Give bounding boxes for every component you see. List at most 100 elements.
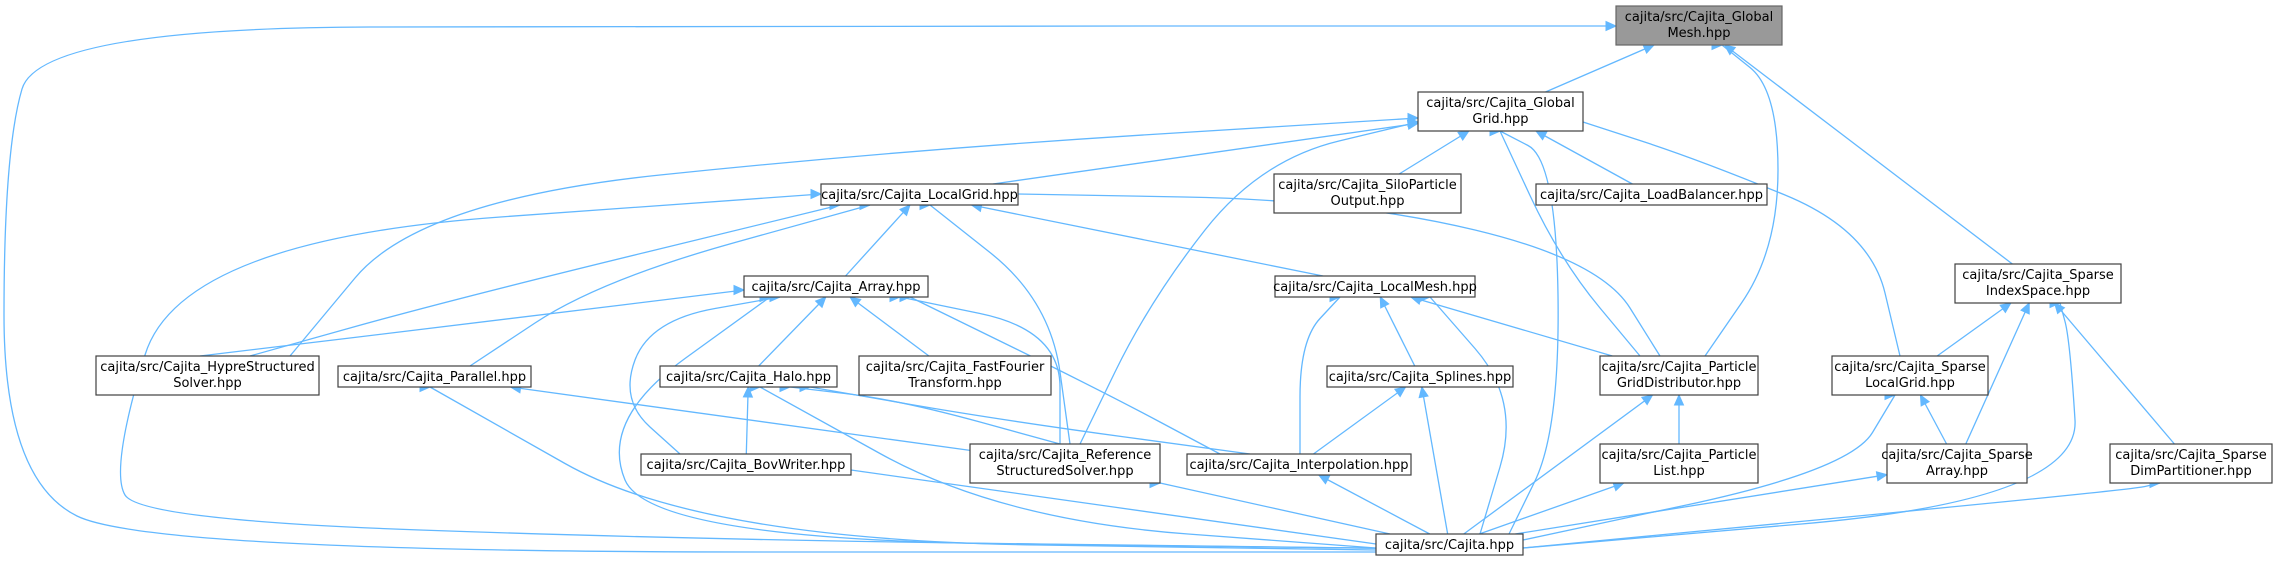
arrowhead-array-to-localgrid [899,204,911,217]
node-label: LocalGrid.hpp [1865,376,1955,391]
node-splines[interactable]: cajita/src/Cajita_Splines.hpp [1326,365,1514,388]
edge-sparseindex-to-globalmesh [1724,44,2013,265]
node-box [820,183,1019,206]
arrowhead-cajita-to-globalmesh [1605,20,1618,32]
edge-hypre-to-array [199,289,745,357]
edge-halo-to-array [758,296,827,367]
arrowhead-interpolation-to-splines [1393,386,1407,398]
node-label: cajita/src/Cajita_Sparse [1881,448,2033,463]
edge-cajita-to-refsolver [1159,482,1391,535]
node-array[interactable]: cajita/src/Cajita_Array.hpp [743,275,929,298]
node-localgrid[interactable]: cajita/src/Cajita_LocalGrid.hpp [820,183,1019,206]
node-label: cajita/src/Cajita_Parallel.hpp [343,370,526,385]
arrowhead-halo-to-array [814,296,827,309]
edge-parallel-to-localgrid [469,204,871,367]
arrowhead-sparseindex-to-globalmesh [1723,44,1737,56]
edge-cajita-to-interpolation [1318,474,1431,535]
arrowhead-globalgrid-to-globalmesh [1642,44,1656,55]
node-label: cajita/src/Cajita_Particle [1601,448,1756,463]
node-cajita[interactable]: cajita/src/Cajita.hpp [1375,533,1524,556]
node-localmesh[interactable]: cajita/src/Cajita_LocalMesh.hpp [1273,275,1477,298]
arrowhead-sparselocalgrid-to-sparseindex [1999,302,2012,314]
node-pgd[interactable]: cajita/src/Cajita_ParticleGridDistributo… [1599,355,1759,396]
node-box [1273,173,1462,214]
node-label: cajita/src/Cajita.hpp [1385,538,1514,553]
node-label: cajita/src/Cajita_Interpolation.hpp [1189,458,1408,473]
arrowhead-cajita-to-pgd [1640,394,1654,406]
arrowhead-cajita-to-localgrid [810,188,823,200]
edge-cajita-to-sparseindex [1522,302,2076,549]
edge-pgd-to-globalmesh [1704,44,1779,357]
node-label: Transform.hpp [907,376,1002,391]
arrowhead-loadbalancer-to-globalgrid [1534,130,1548,141]
node-bovwriter[interactable]: cajita/src/Cajita_BovWriter.hpp [640,453,852,476]
node-box [969,443,1161,484]
edge-silo-to-globalgrid [1398,130,1470,175]
node-box [1274,275,1476,298]
node-box [1886,443,2028,484]
edge-interpolation-to-halo [809,386,1251,455]
node-box [1599,443,1759,484]
arrowhead-silo-to-globalgrid [1457,130,1470,141]
node-box [1599,355,1759,396]
edge-cajita-to-particlelist [1479,482,1624,535]
node-label: StructuredSolver.hpp [996,464,1133,479]
node-halo[interactable]: cajita/src/Cajita_Halo.hpp [659,365,838,388]
edge-layer [3,20,2175,553]
node-box [1375,533,1524,556]
node-label: cajita/src/Cajita_Reference [979,448,1151,463]
node-label: cajita/src/Cajita_LocalGrid.hpp [821,188,1018,203]
node-box [640,453,852,476]
node-box [743,275,929,298]
node-box [1615,5,1783,46]
arrowhead-fft-to-array [849,296,862,308]
node-hypre[interactable]: cajita/src/Cajita_HypreStructuredSolver.… [95,355,320,396]
edge-bovwriter-to-halo [745,386,749,455]
node-box [337,365,532,388]
arrowhead-cajita-to-sparsearray [1875,471,1889,482]
arrowhead-sparsearray-to-sparseindex [2020,301,2030,315]
edge-loadbalancer-to-globalgrid [1535,130,1633,185]
node-parallel[interactable]: cajita/src/Cajita_Parallel.hpp [337,365,532,388]
edge-sparsedim-to-sparseindex [2054,302,2175,445]
edge-sparsearray-to-sparseindex [1965,302,2030,445]
node-label: Output.hpp [1330,194,1404,209]
edge-localgrid-to-globalgrid [992,122,1419,185]
edge-fft-to-array [849,296,930,357]
edge-interpolation-to-splines [1313,386,1406,455]
node-label: List.hpp [1653,464,1705,479]
edge-refsolver-to-parallel [510,386,971,452]
node-refsolver[interactable]: cajita/src/Cajita_ReferenceStructuredSol… [969,443,1161,484]
node-label: IndexSpace.hpp [1986,284,2090,299]
edge-cajita-to-sparsearray [1515,474,1888,535]
node-label: cajita/src/Cajita_Splines.hpp [1329,370,1512,385]
edge-splines-to-localmesh [1379,296,1416,367]
node-label: cajita/src/Cajita_Halo.hpp [666,370,831,385]
node-label: cajita/src/Cajita_Sparse [2115,448,2267,463]
node-sparsedim[interactable]: cajita/src/Cajita_SparseDimPartitioner.h… [2109,443,2273,484]
edge-bovwriter-to-array [629,296,781,455]
node-label: cajita/src/Cajita_Global [1625,10,1773,25]
arrowhead-refsolver-to-globalgrid [1407,116,1420,128]
node-label: GridDistributor.hpp [1617,376,1741,391]
node-label: cajita/src/Cajita_Global [1426,96,1574,111]
node-interpolation[interactable]: cajita/src/Cajita_Interpolation.hpp [1186,453,1412,476]
arrowhead-sparsedim-to-sparseindex [2053,302,2066,315]
edge-cajita-to-halo [759,386,1377,549]
node-fft[interactable]: cajita/src/Cajita_FastFourierTransform.h… [858,355,1052,396]
node-layer: cajita/src/Cajita_GlobalMesh.hppcajita/s… [95,5,2273,556]
node-box [1831,355,1989,396]
node-label: cajita/src/Cajita_Array.hpp [751,280,920,295]
node-label: cajita/src/Cajita_LoadBalancer.hpp [1540,188,1763,203]
node-loadbalancer[interactable]: cajita/src/Cajita_LoadBalancer.hpp [1535,183,1768,206]
edge-sparselocalgrid-to-globalgrid [1582,121,1901,357]
node-label: cajita/src/Cajita_HypreStructured [100,360,314,375]
node-label: Grid.hpp [1472,112,1528,127]
